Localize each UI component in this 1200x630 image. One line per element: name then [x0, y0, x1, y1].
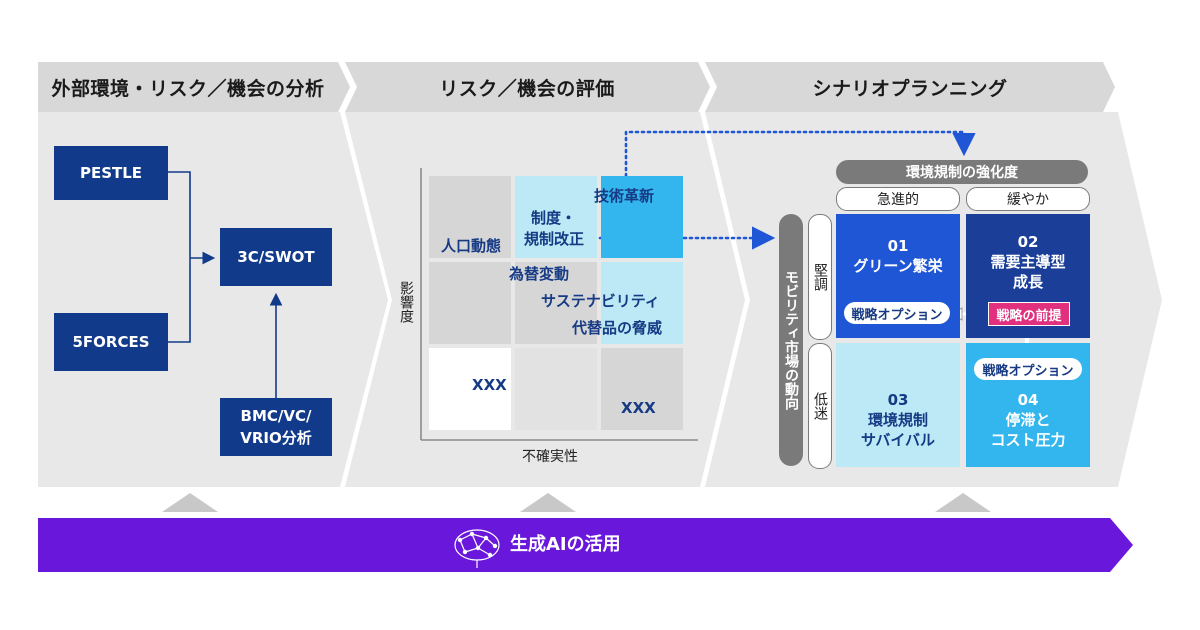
triangle-marker-3: [935, 493, 991, 512]
strategy-option-tag-2: 戦略オプション: [974, 358, 1082, 380]
matrix-cell-r3c1: [429, 348, 511, 430]
q4-label-line1: 停滞と: [1005, 411, 1051, 429]
col-header-gradual: 緩やか: [966, 187, 1090, 211]
banner-arrow: [38, 518, 1133, 572]
item-sustainability: サステナビリティ: [541, 292, 660, 310]
header-bg-evaluation: [345, 62, 710, 112]
item-tech: 技術革新: [594, 187, 655, 205]
column-header-analysis: 外部環境・リスク／機会の分析: [51, 77, 325, 100]
matrix-cell-r2c2: [515, 262, 597, 344]
scenario-top-header: 環境規制の強化度: [836, 160, 1088, 184]
q2-number: 02: [1017, 233, 1039, 251]
matrix-cell-r3c3: [601, 348, 683, 430]
q2-label-line1: 需要主導型: [990, 253, 1066, 271]
bmc-label-line2: VRIO分析: [240, 429, 312, 447]
header-bg-scenario: [705, 62, 1115, 112]
five-forces-label: 5FORCES: [72, 333, 150, 351]
matrix-y-axis-label: 影響度: [398, 281, 414, 323]
matrix-cell-r1c2: [515, 176, 597, 258]
triangle-marker-2: [520, 493, 576, 512]
q3-label-line2: サバイバル: [860, 431, 936, 449]
column-header-scenario: シナリオプランニング: [812, 77, 1008, 100]
row-header-strong: 堅調: [808, 214, 832, 340]
five-forces-box: 5FORCES: [54, 313, 168, 371]
pestle-box: PESTLE: [54, 146, 168, 200]
strategy-option-tag-1: 戦略オプション: [844, 302, 950, 324]
bmc-box: BMC/VC/ VRIO分析: [220, 398, 332, 456]
bmc-label-line1: BMC/VC/: [240, 407, 312, 425]
panel-analysis: [38, 112, 388, 487]
q4-label-line2: コスト圧力: [990, 431, 1066, 449]
scenario-q3: [836, 343, 960, 467]
item-substitute: 代替品の脅威: [572, 319, 663, 337]
col-header-rapid: 急進的: [836, 187, 960, 211]
item-xxx-left: XXX: [472, 376, 507, 394]
row-header-weak: 低迷: [808, 343, 832, 469]
strategy-premise-tag: 戦略の前提: [988, 302, 1070, 326]
q2-label-line2: 成長: [1012, 273, 1043, 291]
q4-number: 04: [1017, 391, 1039, 409]
matrix-cell-r1c1: [429, 176, 511, 258]
matrix-cell-r3c2: [515, 348, 597, 430]
matrix-cell-r2c3: [601, 262, 683, 344]
q3-label-line1: 環境規制: [867, 411, 928, 429]
matrix-cell-r1c3: [601, 176, 683, 258]
triangle-marker-1: [162, 493, 218, 512]
swot-box: 3C/SWOT: [220, 228, 332, 286]
column-header-evaluation: リスク／機会の評価: [439, 77, 615, 100]
header-bg-analysis: [38, 62, 350, 112]
matrix-x-axis-label: 不確実性: [522, 449, 578, 465]
q1-label: グリーン繁栄: [853, 257, 943, 275]
item-regulation-line1: 制度・: [531, 209, 577, 227]
scenario-side-header: モビリティ市場の動向: [779, 214, 803, 466]
item-xxx-right: XXX: [621, 399, 656, 417]
banner-label: 生成AIの活用: [510, 534, 621, 555]
q1-number: 01: [887, 237, 909, 255]
item-population: 人口動態: [441, 237, 502, 255]
matrix-cell-r2c1: [429, 262, 511, 344]
item-fx: 為替変動: [509, 265, 570, 283]
item-regulation-line2: 規制改正: [524, 230, 585, 248]
q3-number: 03: [887, 391, 909, 409]
swot-label: 3C/SWOT: [237, 248, 315, 266]
pestle-label: PESTLE: [79, 164, 143, 182]
